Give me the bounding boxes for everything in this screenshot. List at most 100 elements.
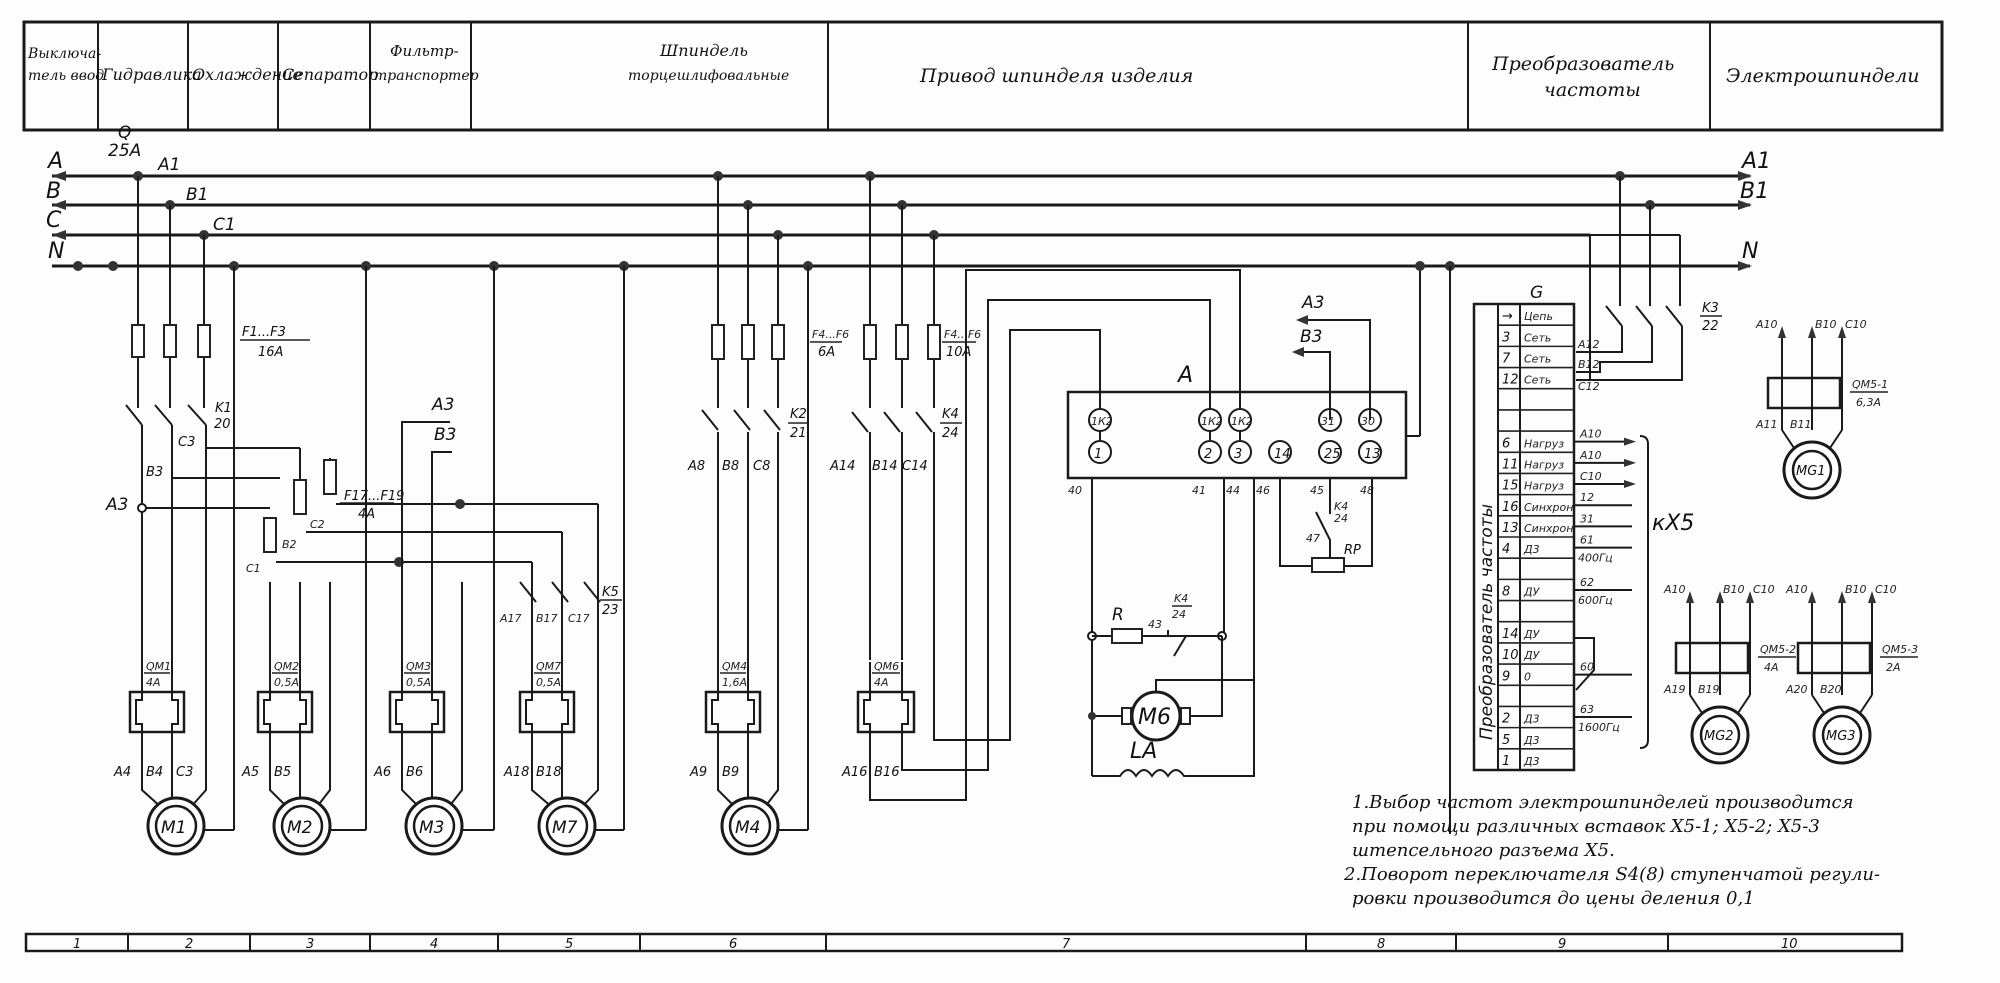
breaker-rating: 0,5А [406,676,431,689]
frequency-label: 400Гц [1578,552,1613,565]
drive-wire-44: 44 [1226,484,1240,497]
converter-row-number: → [1502,309,1513,324]
drive-relay-k4: K4 [1334,500,1348,513]
fuse-f4-f6b-name: F4...F6 [944,328,981,341]
breaker-name: QM1 [146,660,171,673]
wire-c3: C3 [178,435,195,450]
conv-in-b12: B12 [1578,358,1600,371]
motor-wire-label: B4 [146,765,163,780]
wire-a8: A8 [687,459,705,474]
terminal [1198,408,1222,432]
drive-unit-name: A [1176,363,1193,388]
spindle-motor-label: MG3 [1826,729,1856,744]
converter-row-number: 13 [1502,521,1519,536]
converter-row-text: ДУ [1523,586,1541,599]
converter-row-number: 2 [1502,712,1510,727]
breaker-rating: 4А [146,676,161,689]
spindle-input-label: A10 [1785,583,1808,596]
wire-c14: C14 [902,459,928,474]
header-table: Выключа- тель ввод Гидравлика Охлаждение… [22,20,1944,132]
spindle-output-label: A20 [1785,683,1808,696]
contactor-k1-ref: 20 [214,417,231,432]
converter-row-number: 16 [1502,500,1519,515]
terminal-label: 25 [1324,447,1341,462]
spindle-input-label: C10 [1875,583,1897,596]
converter-row-text: ДУ [1523,649,1541,662]
breaker-body [128,690,186,734]
converter-row-number: 1 [1502,754,1510,769]
spindle-input-label: C10 [1753,583,1775,596]
wire-a17: A17 [499,612,522,625]
header-section-1b: тель ввод [28,68,104,84]
header-section-5: Фильтр- [390,42,459,60]
contactor-k5: K5 [602,585,619,600]
breaker-body [256,690,314,734]
terminal [1268,440,1292,464]
motor-label: M3 [419,818,444,838]
pot-rp: RP [1344,543,1361,558]
conv-in-a12: A12 [1577,338,1600,351]
terminal-label: 1К2 [1201,415,1223,428]
converter-output-label: 12 [1580,491,1594,504]
footer-zone-label: 10 [1781,937,1798,952]
contactor-k2-ref: 21 [790,426,807,441]
terminal [1088,408,1112,432]
motor-label: M7 [552,818,578,838]
spindle-input-label: A10 [1663,583,1686,596]
wire-b17: B17 [536,612,558,625]
breaker-rating: 0,5А [274,676,299,689]
main-switch-rating: 25А [108,141,141,161]
motor-wire-label: B6 [406,765,423,780]
section-spindle: F4...F6 6А K2 21 A8 B8 C8 F4...F6 10А K4… [687,171,1241,801]
breaker-body [518,690,576,734]
header-section-8b: частоты [1544,79,1641,101]
note-line-4: 2.Поворот переключателя S4(8) ступенчато… [1343,864,1880,885]
converter-row-number: 15 [1502,479,1519,494]
bus-label-b: B [46,179,61,204]
converter-row-text: Синхрон [1524,522,1573,535]
wire-c17: C17 [568,612,590,625]
note-line-1: 1.Выбор частот электрошпинделей производ… [1352,792,1854,813]
converter-vertical-label: Преобразователь частоты [1477,504,1497,740]
motor-label: M1 [161,818,186,838]
connector-x5: кX5 [1652,511,1694,536]
header-section-2: Гидравлика [101,65,202,84]
tap-b1: B1 [186,185,208,205]
drive-wire-48: 48 [1360,484,1374,497]
fuse-f1-f3-name: F1...F3 [242,325,286,340]
converter-row-text: Д3 [1523,755,1540,768]
converter-output-label: 63 [1580,703,1594,716]
contactor-k3: K3 [1702,301,1719,316]
header-section-1: Выключа- [27,46,101,62]
motor-wire-label: A16 [841,765,867,780]
fuse-f1-f3-rating: 16А [258,345,283,360]
spindle-output-label: B20 [1820,683,1842,696]
breaker-rating: 4А [874,676,889,689]
converter-row-text: Нагруз [1524,480,1564,493]
wire-b2: B2 [282,538,297,551]
converter-output-label: A10 [1579,449,1602,462]
footer-zone-label: 5 [565,937,573,952]
terminal [1318,440,1342,464]
converter-row-number: 10 [1502,648,1519,663]
converter-row-text: Д3 [1523,734,1540,747]
spindle-output-label: B11 [1790,418,1812,431]
note-line-5: ровки производится до цены деления 0,1 [1352,888,1755,909]
fuse-f4-f6b-rating: 10А [946,345,971,360]
wire-a14: A14 [829,459,855,474]
terminal-label: 1К2 [1231,415,1253,428]
drive-wire-47: 47 [1306,532,1320,545]
drive-wire-40: 40 [1068,484,1082,497]
converter-row-text: Д3 [1523,543,1540,556]
converter-row-text: Д3 [1523,713,1540,726]
field-la: LA [1130,739,1157,764]
spindle-motor-label: MG2 [1704,729,1734,744]
converter-row-text: Сеть [1524,331,1551,344]
converter-row-number: 3 [1502,330,1510,345]
